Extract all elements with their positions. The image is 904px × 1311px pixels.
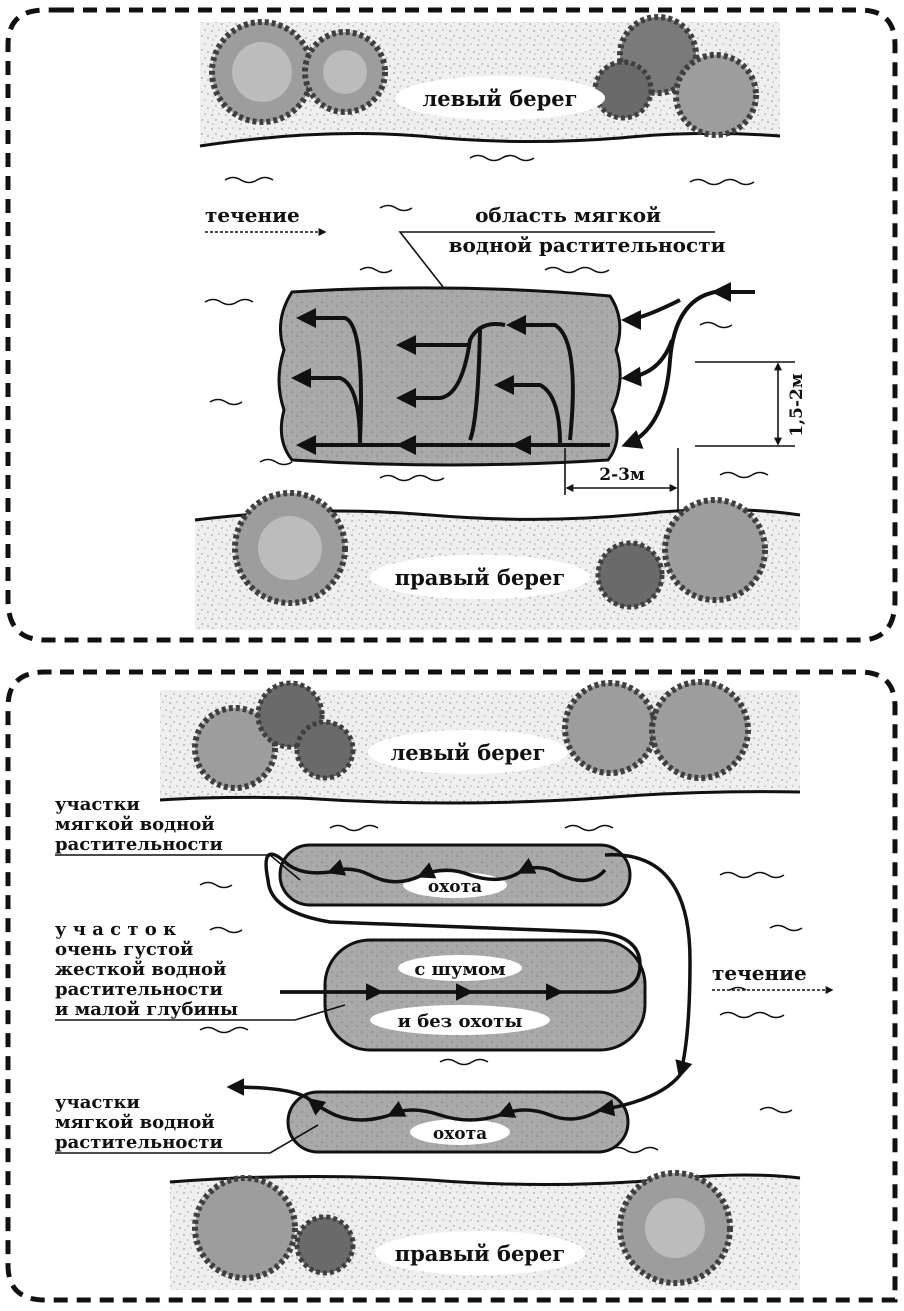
hunt-top-label: охота <box>428 877 482 897</box>
bush <box>620 1173 730 1283</box>
dimension-vertical <box>695 362 795 446</box>
dense-label-line3: жесткой водной <box>55 959 226 980</box>
top-current-label: течение <box>205 203 300 227</box>
dense-label-line4: растительности <box>55 979 223 1000</box>
soft-top-label-line3: растительности <box>55 834 223 855</box>
noise-label: с шумом <box>414 959 506 980</box>
top-area-label-line2: водной растительности <box>449 233 726 257</box>
no-hunt-label: и без охоты <box>398 1011 523 1032</box>
bush <box>235 493 345 603</box>
bush <box>212 22 312 122</box>
bottom-current-label: течение <box>712 961 807 985</box>
approach-path <box>625 340 672 378</box>
soft-top-leader-line <box>55 855 300 880</box>
top-area-label-line1: область мягкой <box>475 203 661 227</box>
top-left-bank-label: левый берег <box>423 86 578 111</box>
soft-top-label-line1: участки <box>55 794 140 815</box>
bottom-panel: левый берег <box>8 672 895 1300</box>
top-dimension-horizontal-label: 2-3м <box>599 465 645 485</box>
soft-bottom-label-line1: участки <box>55 1092 140 1113</box>
dense-label-line5: и малой глубины <box>55 999 238 1020</box>
bottom-right-bank-label: правый берег <box>395 1241 565 1266</box>
soft-bottom-label-line3: растительности <box>55 1132 223 1153</box>
approach-path <box>625 300 680 320</box>
soft-bottom-label-line2: мягкой водной <box>55 1112 215 1133</box>
dense-label-line1: у ч а с т о к <box>55 919 176 940</box>
dense-label-line2: очень густой <box>55 939 193 960</box>
approach-path <box>625 292 715 445</box>
bush <box>305 32 385 112</box>
top-dimension-vertical-label: 1,5-2м <box>787 373 807 436</box>
top-panel: левый берег течение область мягкой водно… <box>8 10 895 640</box>
bottom-left-bank-label: левый берег <box>391 740 546 765</box>
top-right-bank-label: правый берег <box>395 565 565 590</box>
soft-top-label-line2: мягкой водной <box>55 814 215 835</box>
hunt-bottom-label: охота <box>433 1124 487 1144</box>
